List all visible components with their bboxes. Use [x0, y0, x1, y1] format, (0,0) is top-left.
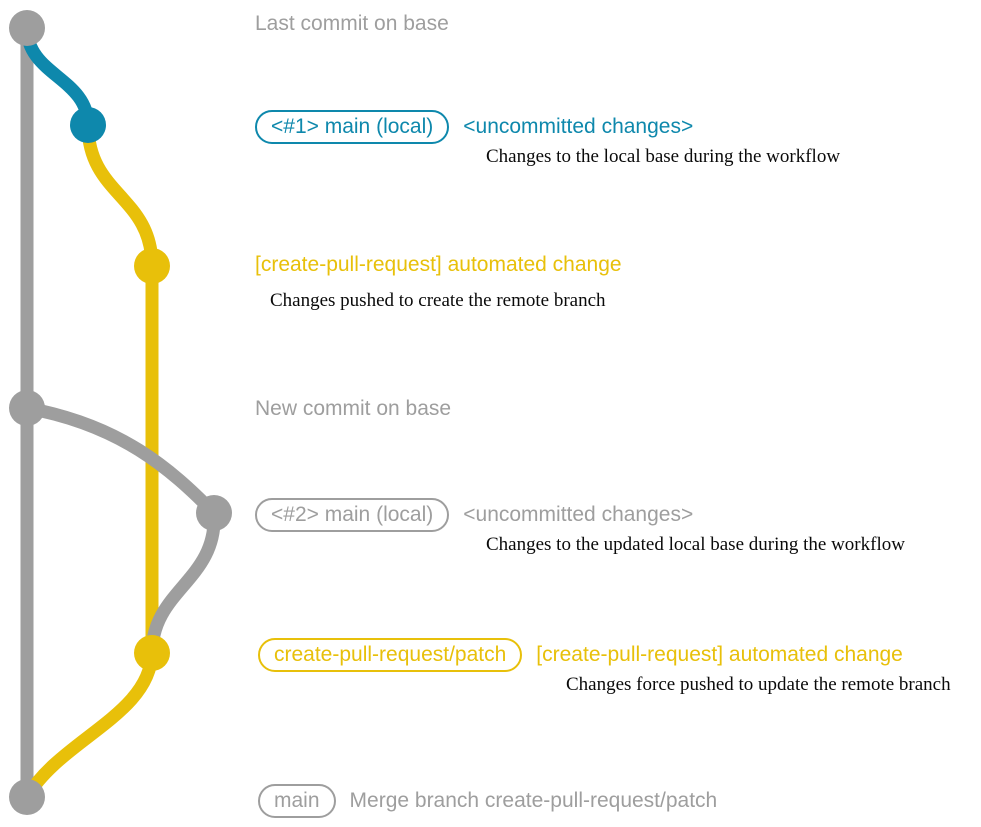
commit-note-local-1: Changes to the local base during the wor…: [486, 146, 841, 167]
row-last-commit-on-base: Last commit on base: [255, 13, 449, 34]
commit-node-merge[interactable]: [9, 779, 45, 815]
commit-note-patch-1: Changes pushed to create the remote bran…: [270, 290, 606, 311]
row-patch-2: create-pull-request/patch [create-pull-r…: [258, 638, 903, 672]
row-new-commit-on-base: New commit on base: [255, 398, 451, 419]
commit-message-local-1: <uncommitted changes>: [463, 115, 694, 138]
commit-message-patch-1: [create-pull-request] automated change: [255, 253, 622, 276]
edge-patch2-to-merge: [20, 646, 159, 804]
branch-badge-local-2[interactable]: <#2> main (local): [255, 498, 450, 532]
commit-message-base-head: Last commit on base: [255, 12, 449, 35]
commit-message-local-2: <uncommitted changes>: [463, 503, 694, 526]
commit-node-local-1[interactable]: [70, 107, 106, 143]
branch-badge-main[interactable]: main: [258, 784, 336, 818]
edge-local2-to-patch2: [145, 506, 221, 660]
row-patch-1: [create-pull-request] automated change: [255, 254, 622, 275]
branch-badge-patch-2[interactable]: create-pull-request/patch: [258, 638, 523, 672]
commit-message-merge: Merge branch create-pull-request/patch: [349, 789, 718, 812]
commit-message-base-new: New commit on base: [255, 397, 452, 420]
commit-node-base-head[interactable]: [9, 10, 45, 46]
edge-local1-to-patch1: [81, 118, 159, 273]
commit-node-local-2[interactable]: [196, 495, 232, 531]
commit-node-base-new[interactable]: [9, 390, 45, 426]
commit-node-patch-1[interactable]: [134, 248, 170, 284]
row-merge: main Merge branch create-pull-request/pa…: [258, 784, 717, 818]
row-local-1: <#1> main (local) <uncommitted changes>: [255, 110, 693, 144]
branch-badge-local-1[interactable]: <#1> main (local): [255, 110, 450, 144]
row-local-2: <#2> main (local) <uncommitted changes>: [255, 498, 693, 532]
edge-basenew-to-local2: [20, 401, 221, 520]
commit-note-local-2: Changes to the updated local base during…: [486, 534, 905, 555]
commit-message-patch-2: [create-pull-request] automated change: [536, 643, 903, 666]
commit-note-patch-2: Changes force pushed to update the remot…: [566, 674, 951, 695]
commit-node-patch-2[interactable]: [134, 635, 170, 671]
